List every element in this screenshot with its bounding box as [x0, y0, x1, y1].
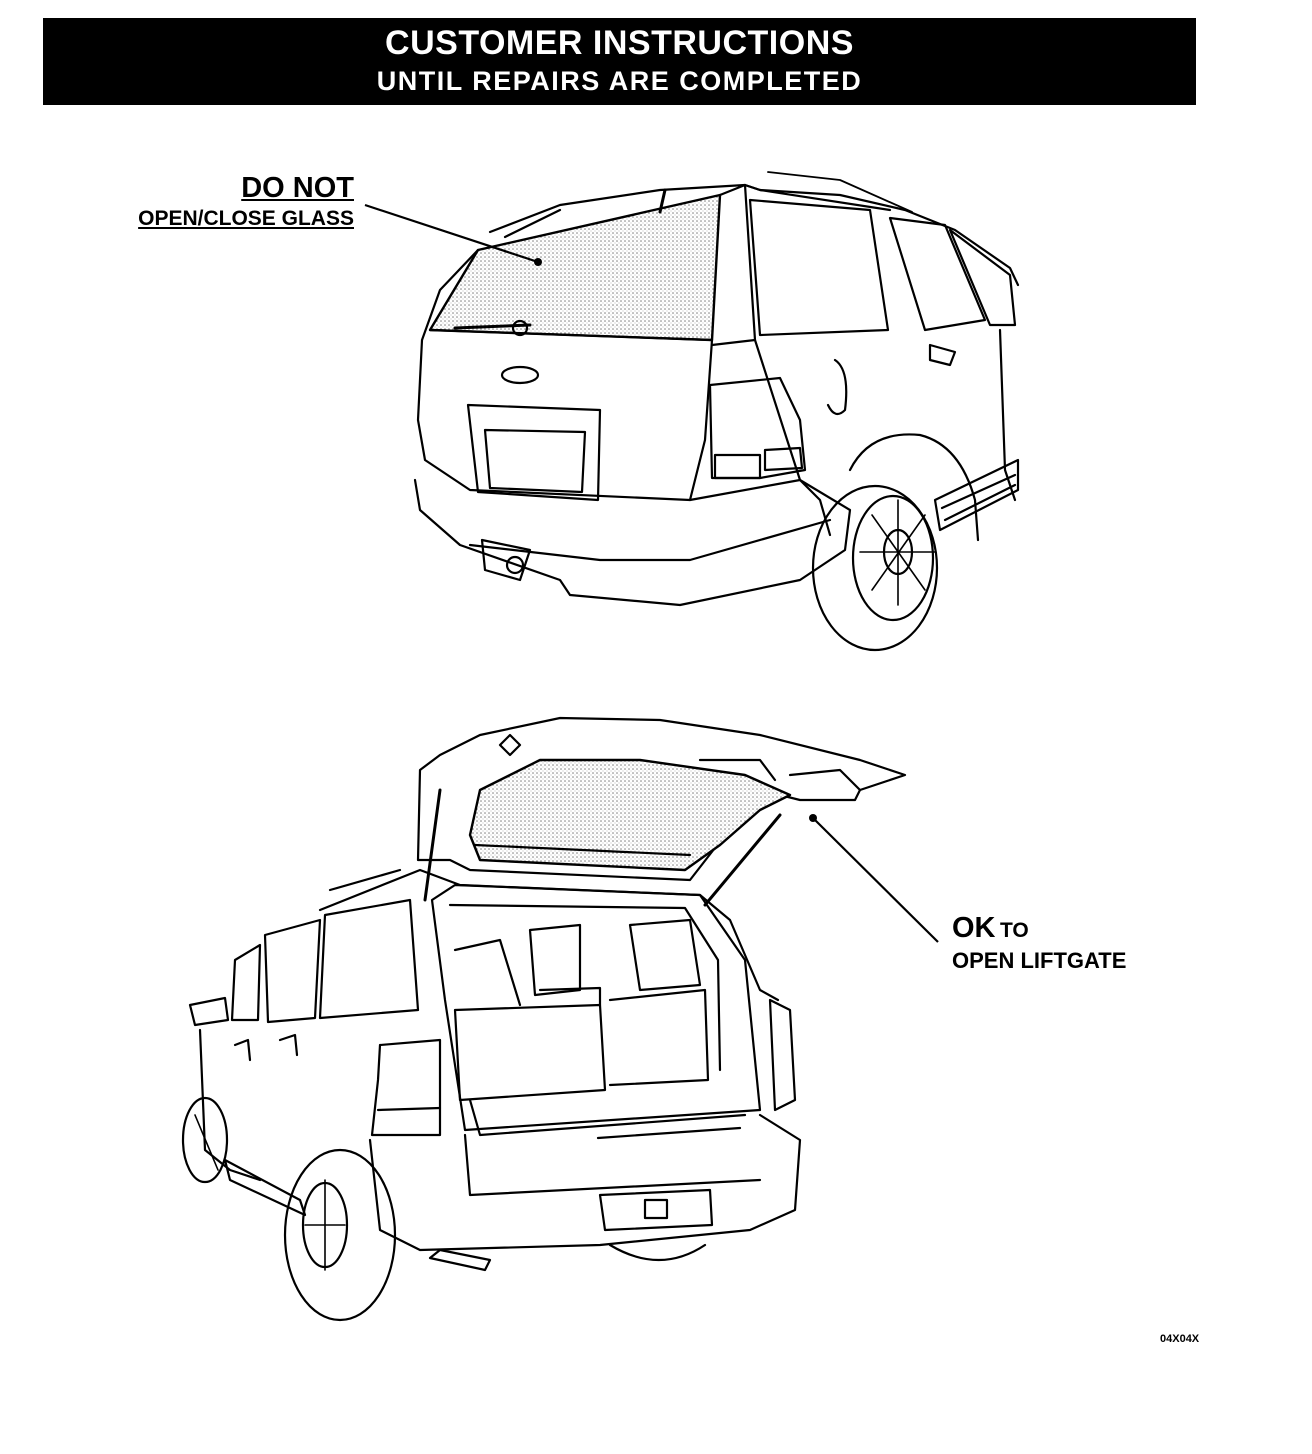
glass-leader-line: [364, 203, 539, 264]
glass-leader-dot: [534, 258, 542, 266]
liftgate-leader-dot: [809, 814, 817, 822]
banner-title: CUSTOMER INSTRUCTIONS: [385, 24, 854, 62]
open-liftgate-label: OPEN LIFTGATE: [952, 948, 1127, 973]
banner-subtitle: UNTIL REPAIRS ARE COMPLETED: [376, 66, 863, 96]
top-vehicle-illustration: [413, 171, 1020, 652]
open-close-glass-label: OPEN/CLOSE GLASS: [138, 207, 354, 230]
rear-glass: [428, 193, 722, 342]
ok-text: OK: [952, 912, 996, 944]
figure-code: 04X04X: [1160, 1333, 1200, 1345]
do-not-label: DO NOT: [241, 172, 354, 204]
liftgate-leader-line: [812, 817, 939, 943]
to-text: TO: [999, 919, 1029, 942]
bottom-vehicle-illustration: [181, 716, 907, 1322]
ok-to-label: OK TO: [952, 912, 1029, 945]
title-banner: CUSTOMER INSTRUCTIONS UNTIL REPAIRS ARE …: [43, 18, 1196, 105]
liftgate-glass: [468, 758, 792, 872]
